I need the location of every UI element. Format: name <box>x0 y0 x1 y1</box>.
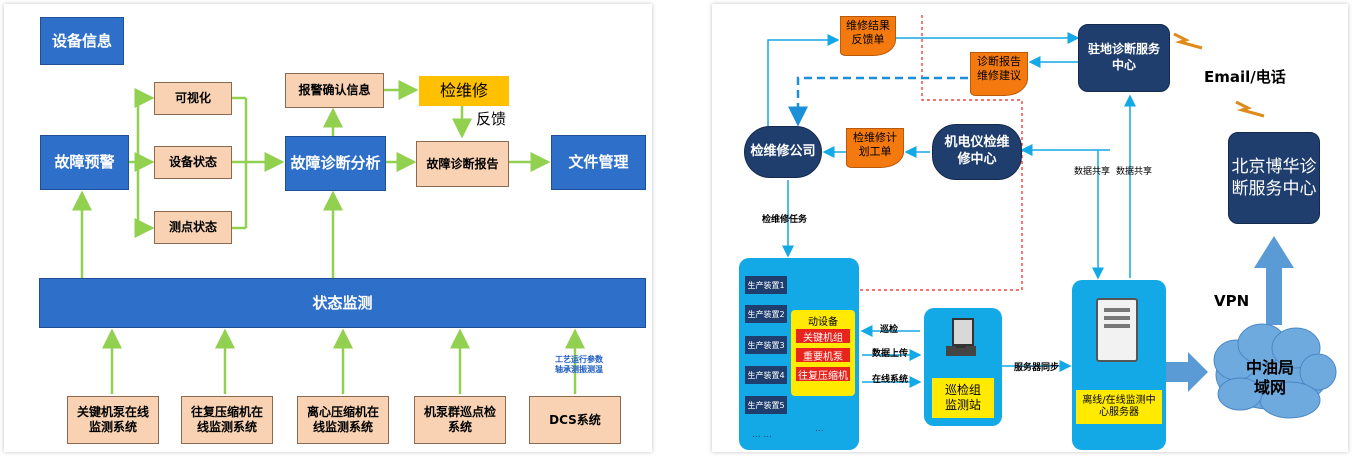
maintenance-box: 检维修 <box>419 76 509 106</box>
online-system-label: 在线系统 <box>872 375 909 385</box>
visualization-box: 可视化 <box>154 82 232 115</box>
device-info-box: 设备信息 <box>40 17 124 65</box>
production-unit-1: 生产装置1 <box>745 276 787 294</box>
data-share-label-1: 数据共享 <box>1074 167 1111 177</box>
system-box-4: 机泵群巡点检 系统 <box>414 396 506 444</box>
alarm-confirm-box: 报警确认信息 <box>285 73 384 108</box>
equipment-row-3: 往复压缩机 <box>795 366 851 382</box>
dash-short: ... <box>815 424 824 434</box>
system-box-3: 离心压缩机在 线监测系统 <box>297 396 389 444</box>
maint-task-label: 检维修任务 <box>762 215 808 225</box>
fault-warning-box: 故障预警 <box>40 135 129 190</box>
feedback-label: 反馈 <box>476 110 507 128</box>
units-ellipsis: ... ... <box>752 430 773 440</box>
patrol-station-label: 巡检组 监测站 <box>932 378 994 418</box>
production-unit-4: 生产装置4 <box>745 366 787 384</box>
mech-center-box: 机电仪检维 修中心 <box>932 124 1022 180</box>
status-monitoring-bar: 状态监测 <box>39 278 646 328</box>
beijing-center-box: 北京博华诊 断服务中心 <box>1228 132 1320 224</box>
equipment-title: 动设备 <box>808 317 838 328</box>
server-sync-label: 服务器同步 <box>1014 363 1060 373</box>
system-box-2: 往复压缩机在 线监测系统 <box>181 396 273 444</box>
fault-analysis-box: 故障诊断分析 <box>285 136 386 191</box>
email-phone-label: Email/电话 <box>1204 68 1286 86</box>
server-label: 离线/在线监测中 心服务器 <box>1076 390 1162 424</box>
production-unit-3: 生产装置3 <box>745 336 787 354</box>
production-unit-2: 生产装置2 <box>745 305 787 323</box>
server-icon <box>1096 298 1138 362</box>
production-unit-5: 生产装置5 <box>745 396 787 414</box>
repair-feedback-doc: 维修结果 反馈单 <box>840 16 896 56</box>
system-box-1: 关键机泵在线 监测系统 <box>67 396 159 444</box>
vpn-label: VPN <box>1214 292 1250 310</box>
lan-cloud-label: 中油局 域网 <box>1246 358 1295 397</box>
file-management-box: 文件管理 <box>551 135 646 190</box>
equipment-row-1: 关键机组 <box>795 328 851 344</box>
process-params-label: 工艺运行参数 轴承测振测温 <box>555 355 603 375</box>
data-upload-label: 数据上传 <box>872 349 909 359</box>
point-status-box: 测点状态 <box>154 211 232 244</box>
fault-report-box: 故障诊断报告 <box>416 141 509 187</box>
patrol-label: 巡检 <box>880 325 899 335</box>
equipment-row-2: 重要机泵 <box>795 347 851 363</box>
computer-icon <box>944 318 982 362</box>
system-box-5: DCS系统 <box>529 396 621 444</box>
device-status-box: 设备状态 <box>154 146 232 179</box>
data-share-label-2: 数据共享 <box>1116 167 1153 177</box>
diag-report-doc: 诊断报告 维修建议 <box>970 52 1028 96</box>
maintenance-company-box: 检维修公司 <box>744 126 822 178</box>
resident-center-box: 驻地诊断服务 中心 <box>1078 24 1170 92</box>
repair-plan-doc: 检维修计 划工单 <box>846 128 904 168</box>
